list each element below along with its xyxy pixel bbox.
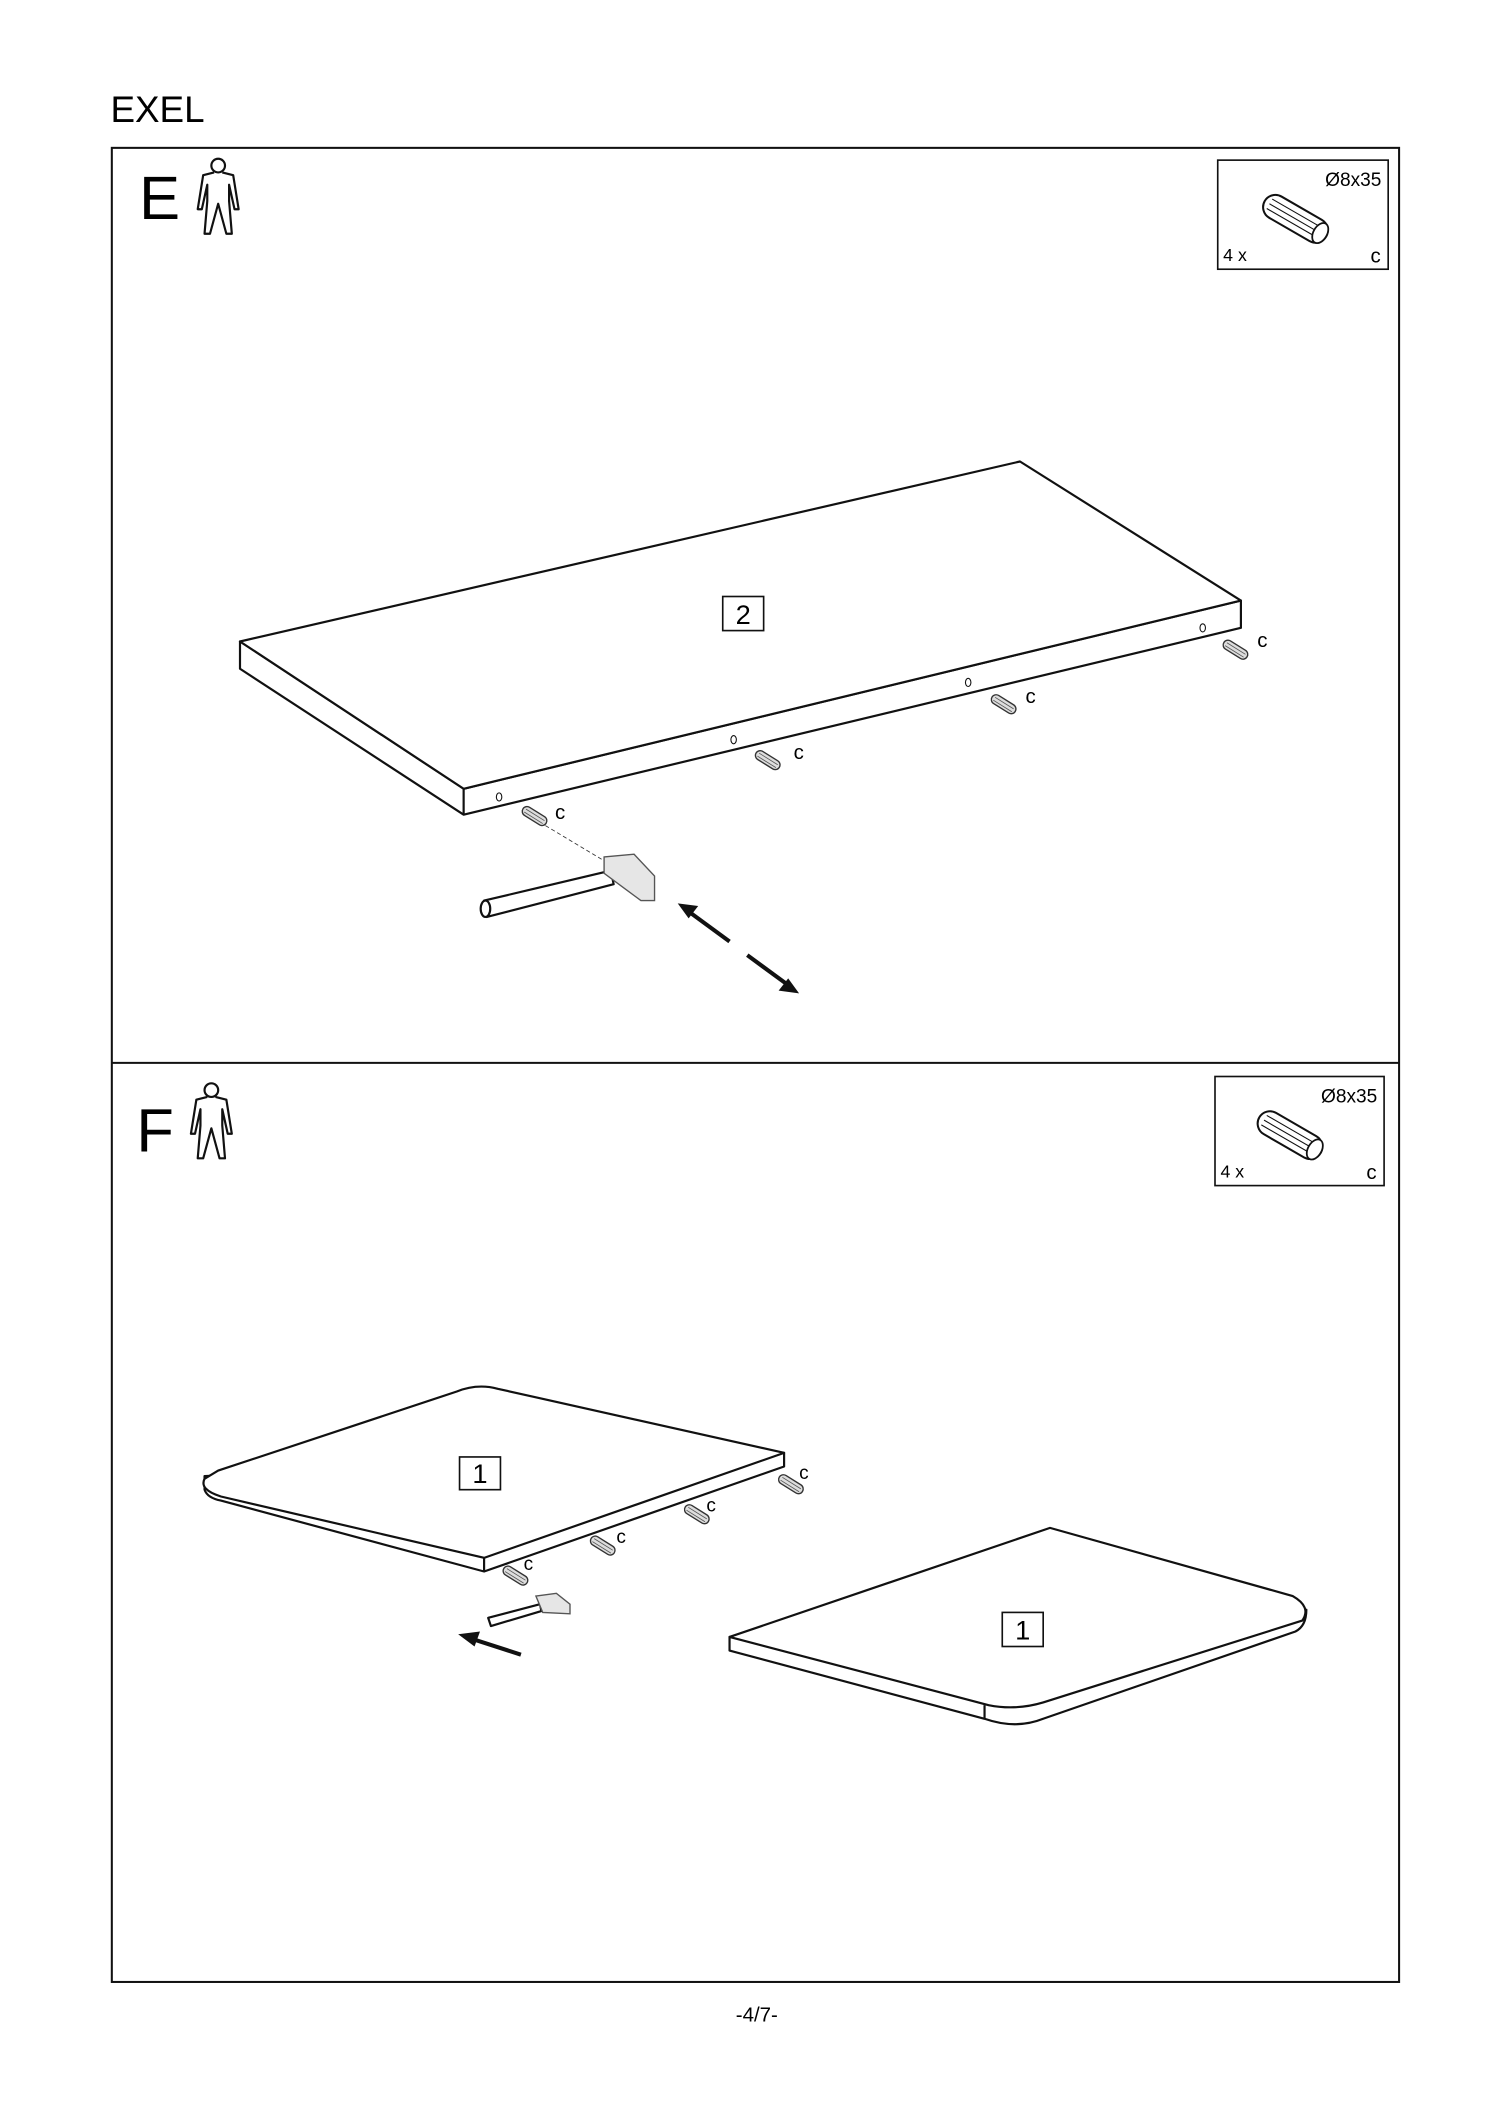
- hardware-size: Ø8x35: [1321, 1086, 1377, 1107]
- dowel: [1220, 637, 1251, 662]
- dowel-label: c: [1257, 629, 1267, 652]
- hardware-box: Ø8x35 4 x c: [1214, 1075, 1385, 1187]
- one-person-icon: [189, 1082, 233, 1160]
- hardware-code: c: [1366, 1161, 1376, 1184]
- step-letter: F: [136, 1097, 173, 1166]
- steps-frame: [110, 146, 1401, 1983]
- panel-2-drawing: 2 c c c c: [238, 460, 1267, 994]
- document-title: EXEL: [110, 89, 204, 130]
- hardware-box: Ø8x35 4 x c: [1216, 159, 1389, 271]
- panel-1-left-drawing: 1 c c c c: [202, 1385, 809, 1657]
- dowel: [752, 748, 783, 773]
- dowel-label: c: [524, 1554, 534, 1575]
- step-e: E Ø8x35 4 x c 2 c c c c: [139, 157, 1389, 994]
- hammer-icon: [479, 853, 656, 919]
- arrow-left-icon: [458, 1631, 522, 1657]
- hammer-icon: [487, 1592, 571, 1628]
- dowel: [587, 1533, 618, 1558]
- hardware-quantity: 4 x: [1220, 1161, 1244, 1181]
- dowel: [519, 804, 550, 829]
- dowel-label: c: [706, 1496, 716, 1517]
- step-letter: E: [139, 164, 180, 233]
- hardware-code: c: [1370, 244, 1380, 267]
- dowel-label: c: [616, 1527, 626, 1548]
- step-f: F Ø8x35 4 x c 1 c c c c: [136, 1075, 1385, 1726]
- dowel-label: c: [799, 1463, 809, 1484]
- hardware-size: Ø8x35: [1325, 170, 1381, 191]
- dowel-label: c: [555, 801, 565, 824]
- part-label: 2: [736, 599, 751, 630]
- part-label: 1: [1015, 1615, 1030, 1646]
- page-number: -4/7-: [736, 2004, 778, 2027]
- dowel-label: c: [1025, 685, 1035, 708]
- panel-1-right-drawing: 1: [728, 1526, 1308, 1726]
- dowel: [988, 692, 1019, 717]
- part-label: 1: [472, 1458, 487, 1489]
- one-person-icon: [196, 157, 240, 235]
- double-arrow-icon: [677, 903, 800, 994]
- hardware-quantity: 4 x: [1223, 245, 1247, 265]
- dowel-label: c: [794, 741, 804, 764]
